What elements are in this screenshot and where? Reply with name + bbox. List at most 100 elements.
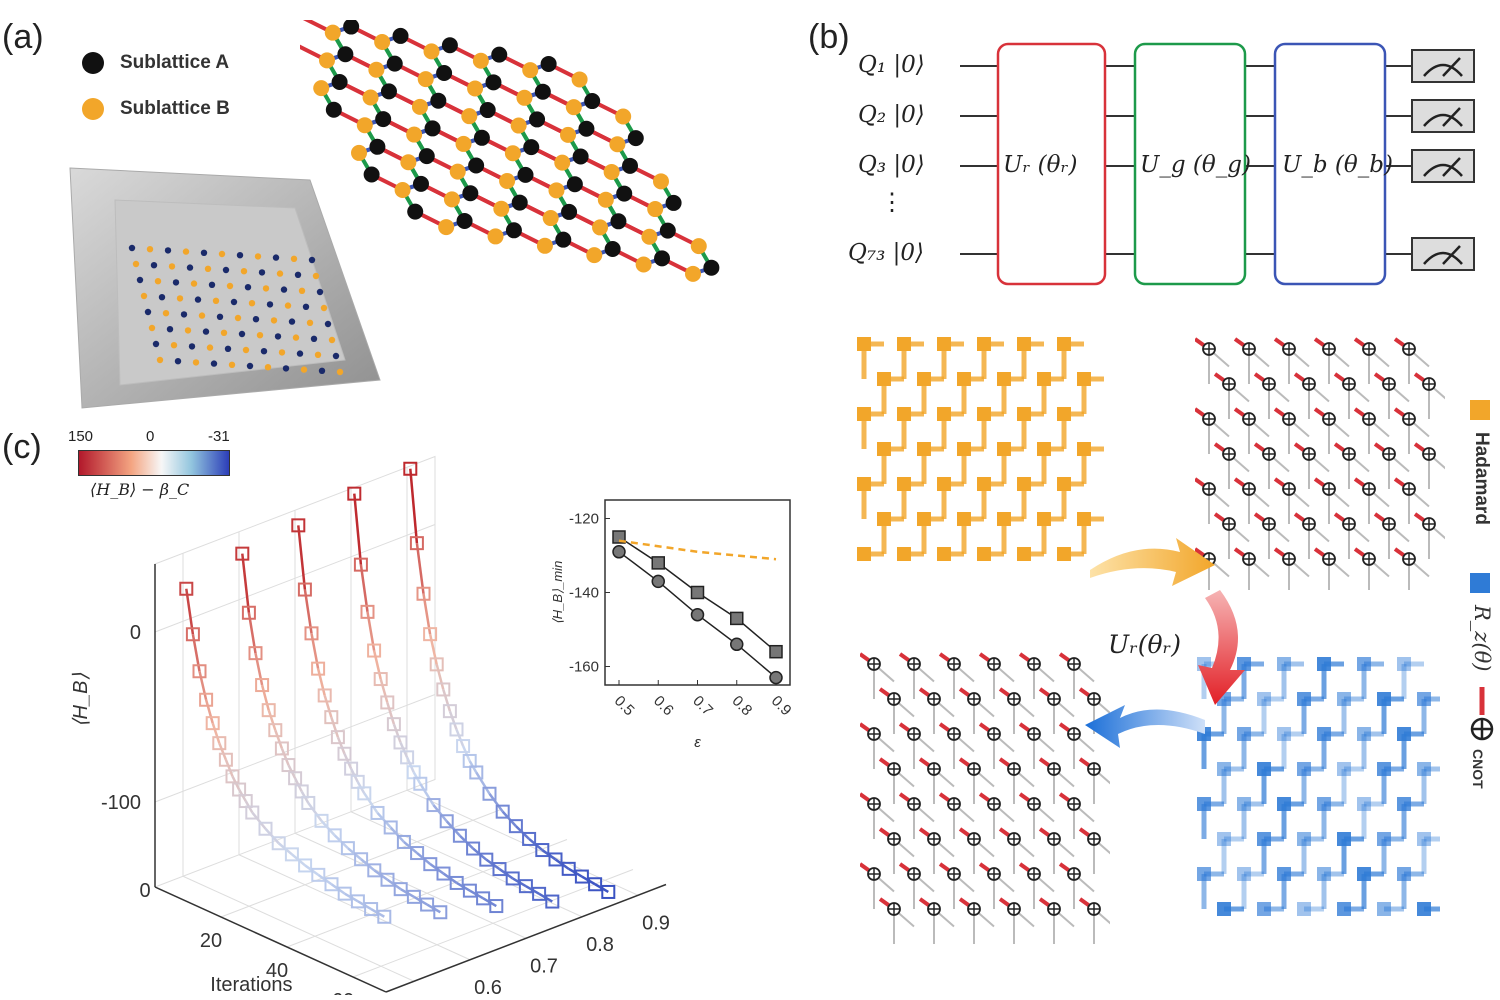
sublattice-b-site xyxy=(324,24,341,41)
sublattice-b-site xyxy=(313,80,330,97)
data-point xyxy=(400,750,415,765)
data-point xyxy=(449,722,464,737)
sublattice-b-site xyxy=(641,228,658,245)
sublattice-b-site xyxy=(423,43,440,60)
gate-ur-label: Uᵣ (θᵣ) xyxy=(1003,152,1078,178)
hadamard-gate-square xyxy=(977,477,991,491)
hadamard-layer-grid xyxy=(857,337,1104,561)
data-point xyxy=(261,703,276,718)
series-line-segment xyxy=(389,826,405,843)
data-point xyxy=(420,897,435,912)
chip-qubit-dot xyxy=(166,326,174,333)
rz-gate-square xyxy=(1217,762,1231,776)
chip-qubit-dot xyxy=(298,287,306,294)
gate-ub-label: U_b (θ_b) xyxy=(1282,152,1393,178)
epsilon-tick-label: 0.9 xyxy=(642,912,670,934)
hadamard-gate-square xyxy=(957,442,971,456)
sublattice-b-site xyxy=(542,210,559,227)
sublattice-b-site xyxy=(362,89,379,106)
chip-qubit-dot xyxy=(248,300,256,307)
rz-layer-grid xyxy=(1197,657,1440,916)
sublattice-b-site xyxy=(504,145,521,162)
colorbar-tick-max: 150 xyxy=(68,428,94,445)
data-point xyxy=(601,884,616,899)
rz-gate-square xyxy=(1317,727,1331,741)
cnot-layer-grid-top xyxy=(1195,337,1445,590)
series-line-segment xyxy=(392,723,402,743)
sublattice-a-site xyxy=(479,102,496,119)
hadamard-gate-square xyxy=(1077,512,1091,526)
series-line-segment xyxy=(185,588,195,635)
data-point xyxy=(396,834,411,849)
epsilon-tick-label: 0.7 xyxy=(530,955,558,977)
data-point xyxy=(377,909,392,924)
gate-legend: Hadamard R_z(θ) CNOT xyxy=(1470,400,1494,789)
inset-data-point xyxy=(690,607,705,622)
chip-qubit-dot xyxy=(144,308,152,316)
layer-flow-arrows xyxy=(1085,538,1245,748)
data-point xyxy=(492,862,507,877)
chip-qubit-dot xyxy=(264,364,272,371)
data-point xyxy=(185,627,200,642)
hadamard-gate-square xyxy=(937,337,951,351)
chip-qubit-dot xyxy=(216,313,224,320)
sublattice-b-site xyxy=(516,89,533,106)
inset-y-tick-label: -160 xyxy=(569,659,599,676)
data-point xyxy=(532,886,547,901)
series-line-segment xyxy=(461,745,471,762)
sublattice-b-site xyxy=(411,98,428,115)
inset-data-point xyxy=(769,670,783,685)
chip-qubit-dot xyxy=(306,319,314,326)
hadamard-gate-square xyxy=(1017,547,1031,561)
chip-qubit-dot xyxy=(238,330,246,338)
data-point xyxy=(393,882,408,897)
hadamard-gate-square xyxy=(857,547,871,561)
data-point xyxy=(354,852,369,867)
sublattice-b-site xyxy=(586,247,603,264)
chip-qubit-dot xyxy=(296,350,304,357)
iterations-axis-label: Iterations xyxy=(210,974,292,995)
hadamard-gate-square xyxy=(1057,337,1071,351)
sublattice-b-site xyxy=(652,173,669,190)
hadamard-gate-square xyxy=(977,547,991,561)
sublattice-a-site xyxy=(665,194,682,211)
sublattice-a-site xyxy=(456,212,473,229)
data-point xyxy=(364,902,379,917)
series-line-segment xyxy=(448,710,458,730)
inset-data-point xyxy=(612,545,626,559)
legend-sublattice-b: Sublattice B xyxy=(82,98,230,120)
chip-qubit-dot xyxy=(146,246,154,253)
inset-data-point xyxy=(730,637,744,652)
rz-gate-square xyxy=(1217,832,1231,846)
hadamard-gate-square xyxy=(977,407,991,421)
sublattice-b-site xyxy=(536,237,553,254)
data-point xyxy=(337,886,352,901)
chip-qubit-dot xyxy=(148,324,156,332)
rz-gate-square xyxy=(1357,797,1371,811)
rz-gate-square xyxy=(1257,832,1271,846)
epsilon-tick-label: 0.6 xyxy=(474,977,502,995)
inset-data-point xyxy=(651,556,665,570)
data-point xyxy=(383,820,398,835)
chip-qubit-dot xyxy=(276,270,284,277)
hadamard-gate-square xyxy=(857,477,871,491)
series-line-segment xyxy=(316,668,326,696)
data-point xyxy=(462,883,477,898)
chip-qubit-dot xyxy=(162,310,170,317)
processor-chip-image xyxy=(69,167,381,409)
chip-qubit-dot xyxy=(236,252,244,259)
chip-qubit-dot xyxy=(132,260,140,268)
chip-qubit-dot xyxy=(210,360,218,367)
sublattice-b-site xyxy=(467,80,484,97)
chip-qubit-dot xyxy=(324,320,332,328)
data-point xyxy=(304,626,319,641)
sublattice-a-site xyxy=(462,185,479,202)
chip-qubit-dot xyxy=(174,358,182,365)
sublattice-a-site xyxy=(325,101,342,118)
data-point xyxy=(449,875,464,890)
chip-qubit-dot xyxy=(190,280,198,287)
sublattice-b-site xyxy=(597,191,614,208)
rz-gate-square xyxy=(1377,832,1391,846)
chip-qubit-dot xyxy=(308,256,316,264)
data-point xyxy=(403,461,418,476)
